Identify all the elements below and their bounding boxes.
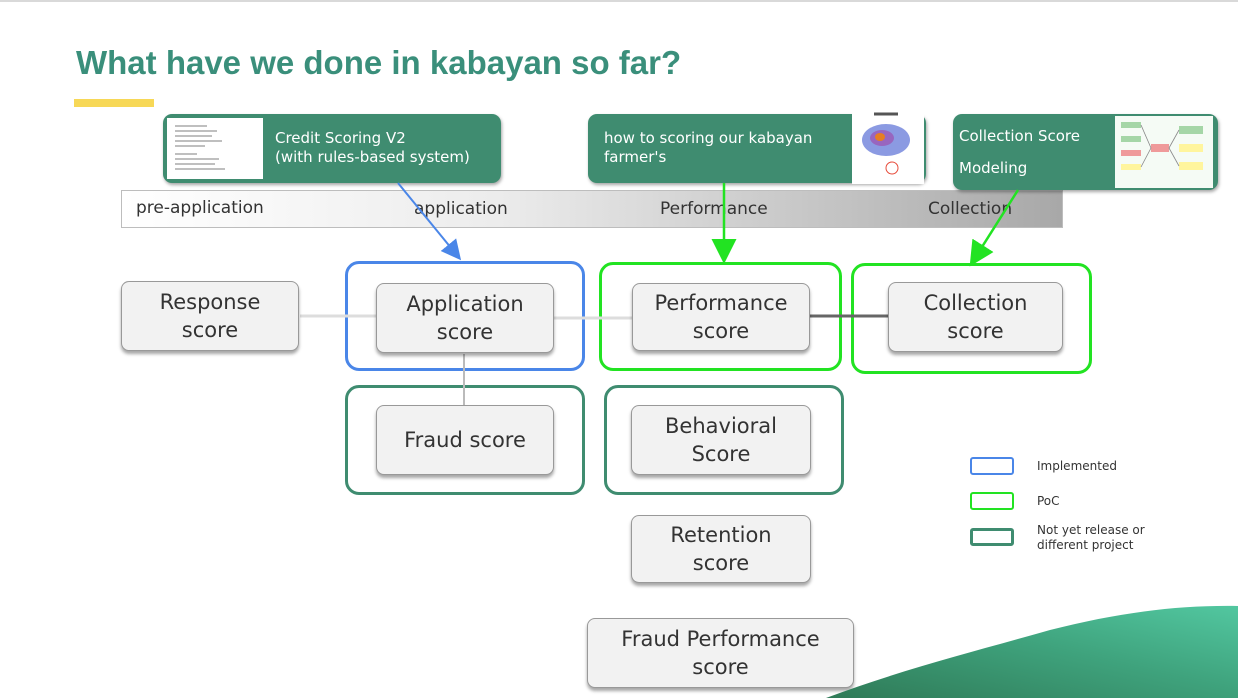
behavioral-score-line1: Behavioral [665, 414, 777, 438]
stage-performance: Performance [660, 199, 768, 219]
project-card-collection-score[interactable]: Collection Score Modeling [953, 114, 1218, 190]
application-score-box: Application score [376, 283, 554, 353]
flowchart-icon [1121, 122, 1203, 170]
legend-not-yet-line1: Not yet release or [1037, 523, 1145, 537]
card-line2: (with rules-based system) [275, 148, 470, 166]
collection-score-line1: Collection [923, 291, 1028, 315]
fraud-performance-score-line2: score [692, 655, 749, 679]
arrow-collection-card-to-collection [969, 189, 1020, 267]
density-plot-icon [862, 112, 910, 175]
performance-score-line1: Performance [654, 291, 788, 315]
legend-not-yet-label: Not yet release or different project [1037, 523, 1145, 553]
retention-score-line1: Retention [670, 523, 772, 547]
card-line2: Modeling [959, 159, 1028, 177]
fraud-score-box: Fraud score [376, 405, 554, 475]
project-card-farmer-scoring[interactable]: how to scoring our kabayan farmer's [588, 110, 926, 184]
card-line1: how to scoring our kabayan [604, 129, 813, 147]
application-score-line1: Application [406, 292, 524, 316]
scatter-plot-thumbnail-icon [852, 110, 924, 184]
behavioral-group-not-yet [604, 385, 844, 495]
legend-implemented-swatch-icon [970, 457, 1014, 475]
performance-score-line2: score [692, 319, 750, 343]
performance-score-box: Performance score [632, 283, 810, 351]
document-thumbnail-icon [167, 118, 263, 179]
document-lines-icon [175, 125, 225, 170]
stage-pre-application: pre-application [136, 198, 264, 218]
top-border [0, 0, 1238, 2]
stage-application: application [414, 199, 508, 219]
card-line1: Credit Scoring V2 [275, 129, 406, 147]
arrow-credit-to-application [397, 182, 462, 261]
collection-score-line2: score [947, 319, 1004, 343]
slide-title: What have we done in kabayan so far? [76, 44, 682, 81]
response-score-line1: Response [159, 290, 261, 314]
legend-poc-swatch-icon [970, 492, 1014, 510]
response-score-line2: score [181, 318, 239, 342]
legend-not-yet-line2: different project [1037, 538, 1134, 552]
stage-bar [121, 190, 1063, 228]
retention-score-box: Retention score [631, 515, 811, 583]
flowchart-thumbnail-icon [1115, 116, 1213, 188]
fraud-score-line1: Fraud score [404, 428, 526, 452]
response-score-box: Response score [121, 281, 299, 351]
retention-score-line2: score [692, 551, 750, 575]
card-line1: Collection Score [959, 127, 1080, 145]
fraud-performance-score-line1: Fraud Performance [621, 627, 820, 651]
collection-score-box: Collection score [888, 282, 1063, 352]
application-score-line2: score [436, 320, 494, 344]
project-card-credit-scoring[interactable]: Credit Scoring V2 (with rules-based syst… [163, 114, 501, 183]
legend-implemented-label: Implemented [1037, 459, 1117, 473]
legend-poc-label: PoC [1037, 494, 1060, 508]
behavioral-score-line2: Score [691, 442, 751, 466]
stage-collection: Collection [928, 199, 1013, 219]
card-line2: farmer's [604, 148, 667, 166]
title-accent-underline [74, 99, 154, 107]
fraud-performance-score-box: Fraud Performance score [587, 618, 854, 688]
legend-not-yet-swatch-icon [970, 528, 1014, 546]
